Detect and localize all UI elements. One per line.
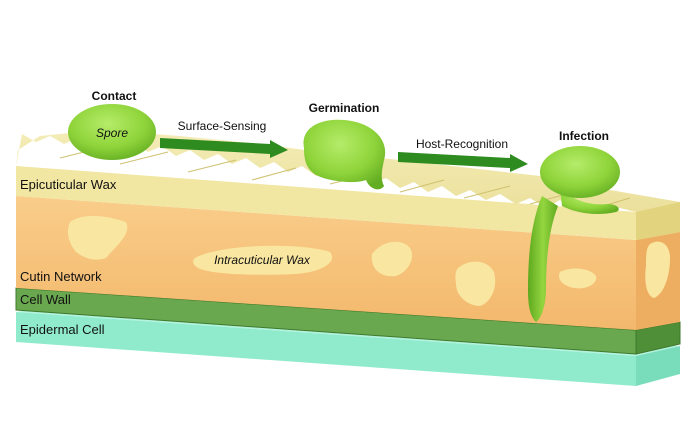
spore-label: Spore	[96, 126, 128, 140]
spore-germination	[303, 119, 386, 190]
layer-label-epidermal-cell: Epidermal Cell	[20, 322, 105, 337]
wax-blob	[558, 268, 597, 289]
infection-hypha	[528, 196, 558, 322]
infection-spore-body	[540, 146, 620, 198]
wax-blob	[193, 245, 333, 275]
epidermal-cell-front	[16, 312, 636, 386]
epicuticular-wax-side	[636, 202, 680, 240]
wax-blob	[68, 215, 128, 260]
spore-infection	[528, 146, 620, 322]
host-recognition-arrow	[398, 152, 528, 172]
layer-label-epicuticular-wax: Epicuticular Wax	[20, 177, 117, 192]
epicuticular-wax-front	[16, 166, 636, 240]
stage-title-infection: Infection	[559, 129, 609, 143]
stage-title-germination: Germination	[309, 101, 380, 115]
arrow-label-host-recognition: Host-Recognition	[416, 137, 508, 151]
layer-label-cell-wall: Cell Wall	[20, 292, 71, 307]
wax-blob	[645, 241, 670, 298]
intracuticular-wax-label: Intracuticular Wax	[214, 253, 311, 267]
layer-label-cutin-network: Cutin Network	[20, 269, 102, 284]
stage-title-contact: Contact	[92, 89, 137, 103]
cutin-network-layer	[16, 196, 680, 330]
epidermal-cell-side	[636, 346, 680, 386]
wax-blob	[455, 261, 496, 306]
infection-germ-tube	[560, 188, 619, 214]
wax-blob	[371, 241, 413, 277]
arrow-label-surface-sensing: Surface-Sensing	[178, 119, 267, 133]
spore-contact	[68, 104, 156, 160]
surface-sensing-arrow	[160, 138, 288, 158]
